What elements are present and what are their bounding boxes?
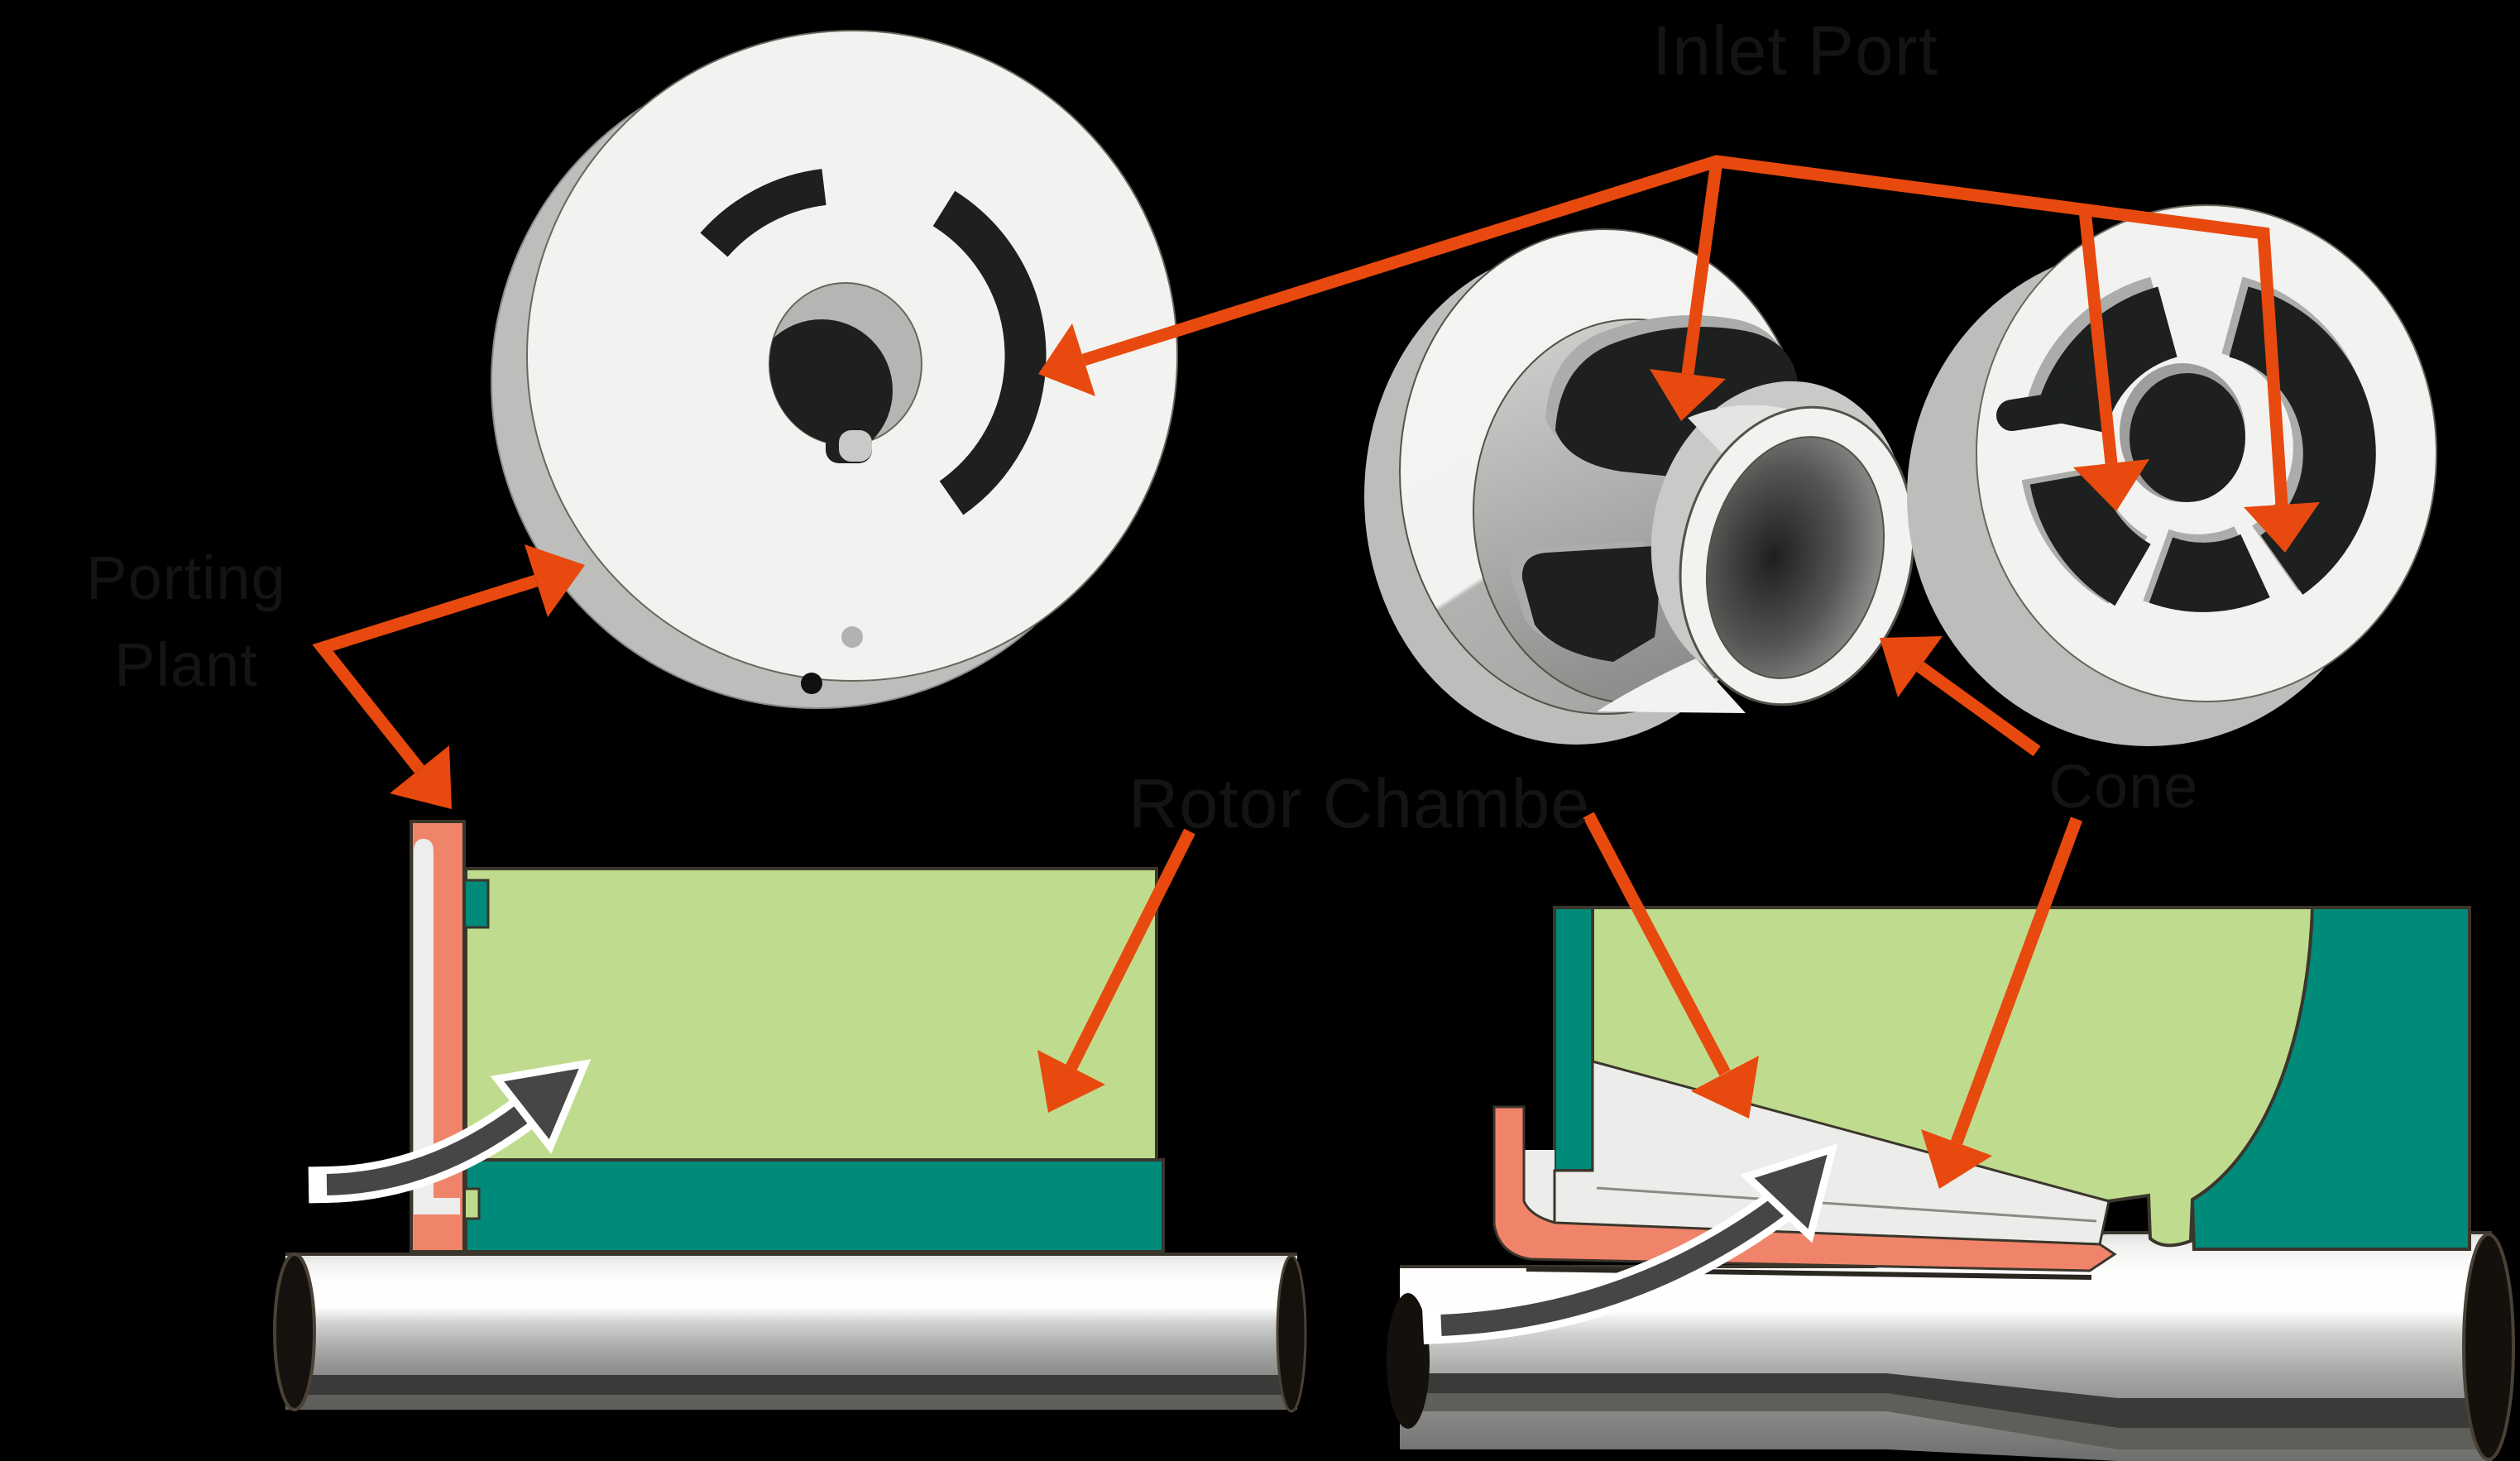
inlet-port-slot-top — [700, 169, 827, 257]
porting-plate-arrowhead-section — [390, 745, 452, 809]
porting-plate-label-line1: Porting — [86, 544, 286, 612]
keyway-slot — [826, 429, 872, 463]
rear-center-bore — [2130, 373, 2245, 502]
inlet-port-label: Inlet Port — [1651, 12, 1939, 89]
rotor-chamber-conical — [1591, 906, 2315, 1248]
cone-underside-shadow — [1526, 1267, 2092, 1280]
rotor-chamber-arrowhead-right — [1691, 1056, 1759, 1119]
rear-port-slot-left — [1996, 390, 2086, 431]
seal-notch-top — [462, 879, 490, 929]
cone-arrowhead-tube — [1880, 636, 1943, 697]
porting-plate-arrowhead-disc — [525, 544, 585, 617]
inlet-port-arrowhead-left-disc — [1038, 323, 1095, 396]
rotor-chamber-label: Rotor Chambe — [1128, 764, 1591, 842]
porting-plate-label: Porting Plant — [25, 534, 347, 708]
inlet-port-arrowhead-rear-1 — [2073, 459, 2149, 511]
porting-plate-front-view — [491, 30, 1178, 709]
callout-arrows — [312, 155, 2320, 1189]
hub-port-bottom — [1521, 546, 1659, 662]
porting-plate-channel — [414, 839, 460, 1214]
inlet-port-leader-lines — [1081, 155, 2288, 505]
shaft-left — [273, 1253, 1307, 1413]
tube-bore — [1705, 436, 1885, 679]
shaft-left-break — [1276, 1254, 1307, 1413]
cross-section-conical — [1387, 906, 2515, 1461]
rotor-chamber-leader-lines — [1066, 812, 1731, 1076]
inlet-port-slot-right — [932, 190, 1047, 515]
cone-label: Cone — [2048, 752, 2199, 821]
bolt-hole-light — [841, 626, 863, 648]
shaft-left-endcap — [273, 1253, 316, 1411]
porting-plate-leader-lines — [312, 574, 539, 774]
cone-hub-assembly — [1364, 228, 1915, 745]
cone-leader-lines — [1916, 661, 2083, 1145]
inlet-port-arrowhead-hub — [1650, 369, 1726, 421]
shaft-right — [1387, 1231, 2515, 1461]
rear-port-lowerleft — [2029, 471, 2152, 606]
rotor-chamber-flat — [464, 867, 1158, 1162]
inlet-port-arrowhead-rear-2 — [2244, 502, 2320, 553]
rotor-base-flat — [464, 1158, 1165, 1253]
porting-plate-label-line2: Plant — [114, 630, 258, 700]
rotor-chamber-arrowhead-left — [1037, 1050, 1105, 1113]
hub-lower-web — [1597, 659, 1746, 713]
flow-arrow-right — [1422, 1143, 1838, 1344]
shaft-right-endcap — [2462, 1233, 2515, 1461]
cone-fold-line — [1596, 1186, 2097, 1223]
porting-plate-rear-view — [1907, 204, 2437, 746]
cone-porting-plate-section — [1492, 1105, 2117, 1272]
shaft-right-break — [1387, 1293, 1430, 1429]
rear-port-bottom — [2149, 534, 2270, 612]
cross-section-flat — [273, 820, 1307, 1413]
rotor-base-conical-left — [1553, 906, 1594, 1172]
bolt-hole-dark — [801, 673, 822, 694]
cone-arrowhead-section — [1921, 1129, 1992, 1189]
flow-arrow-left — [308, 1059, 592, 1204]
rear-port-right — [2228, 286, 2376, 595]
